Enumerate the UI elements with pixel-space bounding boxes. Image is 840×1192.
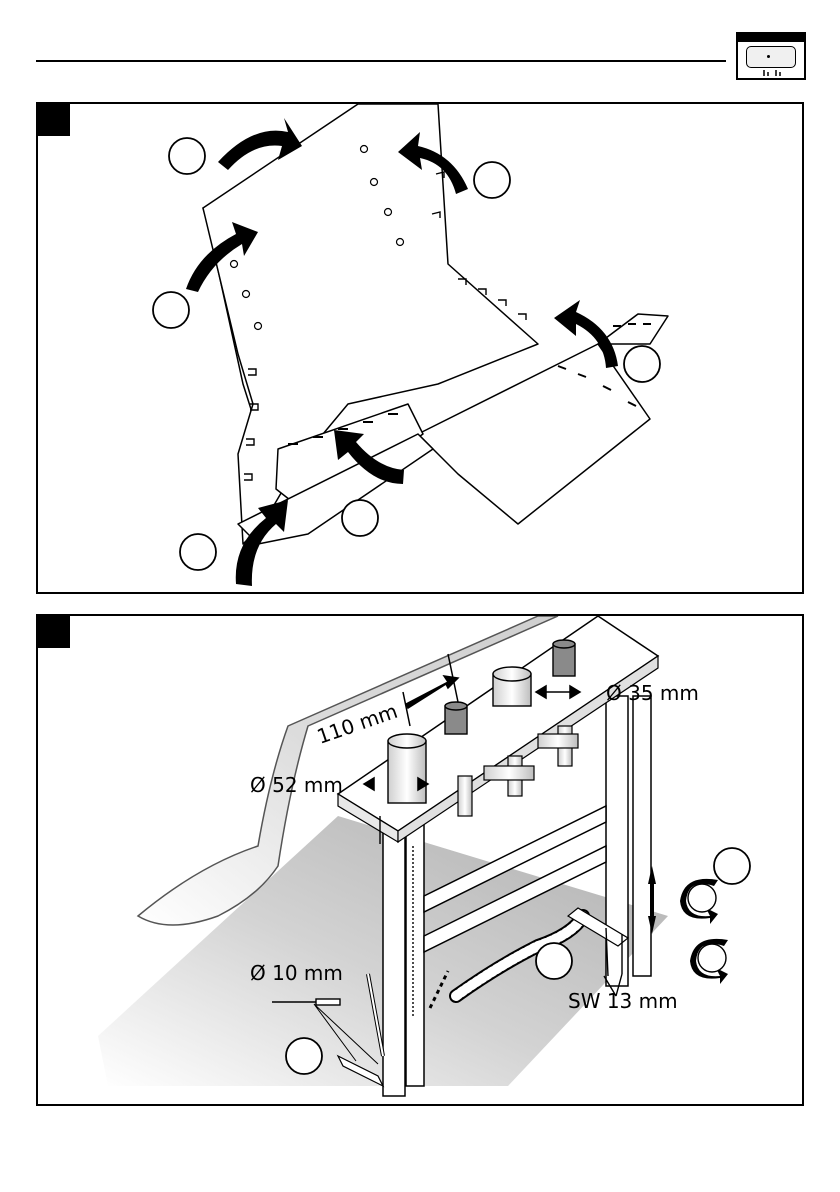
step-panel-mounting: 110 mm Ø 35 mm Ø 52 mm Ø 10 mm SW 13 mm bbox=[36, 614, 804, 1106]
header-rule bbox=[36, 60, 726, 62]
wrench-13mm-label: SW 13 mm bbox=[568, 989, 678, 1013]
dimension-35mm-label: Ø 35 mm bbox=[606, 681, 699, 705]
step-panel-fold-template bbox=[36, 102, 804, 594]
bathtub-icon bbox=[736, 32, 806, 80]
dimension-52mm-label: Ø 52 mm bbox=[250, 773, 343, 797]
drill-10mm-label: Ø 10 mm bbox=[250, 961, 343, 985]
fold-template-illustration bbox=[38, 104, 804, 594]
mounting-frame-illustration: 110 mm Ø 35 mm Ø 52 mm Ø 10 mm SW 13 mm bbox=[38, 616, 804, 1106]
